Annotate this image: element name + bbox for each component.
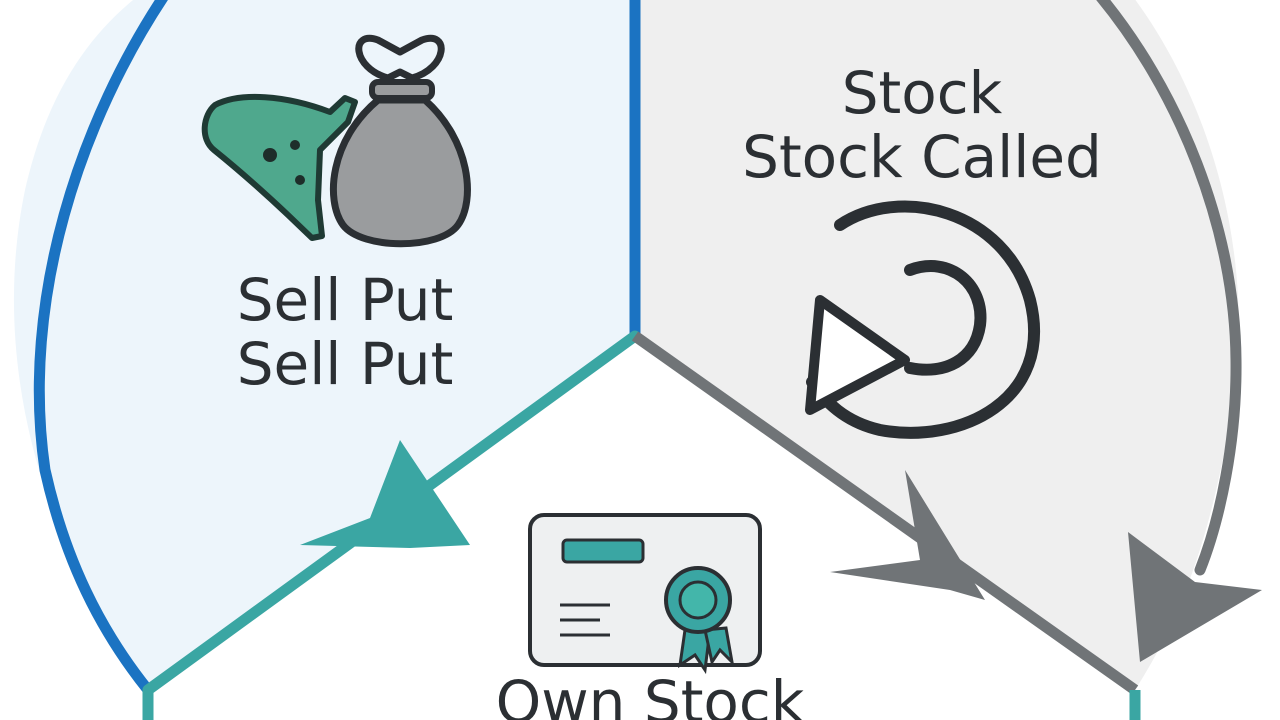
stock-called-label: Stock Stock Called [702,61,1142,189]
own-stock-title: Own Stock [495,668,805,720]
money-bag-icon [201,34,471,248]
teal-arrow-head [300,440,470,548]
stock-called-segment-fill [635,0,1239,690]
stock-called-title-line-1: Stock [841,59,1003,127]
sell-put-title-line-1: Sell Put [236,266,454,334]
certificate-badge [561,538,645,564]
stock-certificate-icon [528,513,762,675]
stock-called-title-line-2: Stock Called [742,123,1102,191]
own-stock-label: Own Stock [470,670,830,720]
gray-arrow-head-right [1128,532,1262,662]
stock-called-outer-arc [1096,0,1242,576]
money-bill-icon [201,93,358,241]
bag-body-icon [329,96,471,248]
sell-put-segment-fill [13,0,635,690]
sell-put-title-line-2: Sell Put [236,330,454,398]
sell-put-outer-arc [33,0,169,696]
cycle-arrow-icon [805,200,1041,439]
sell-put-label: Sell Put Sell Put [205,268,485,396]
gray-arrow-head-center [830,470,985,600]
stock-called-divider [631,331,1139,695]
bag-tie-icon [355,34,445,82]
